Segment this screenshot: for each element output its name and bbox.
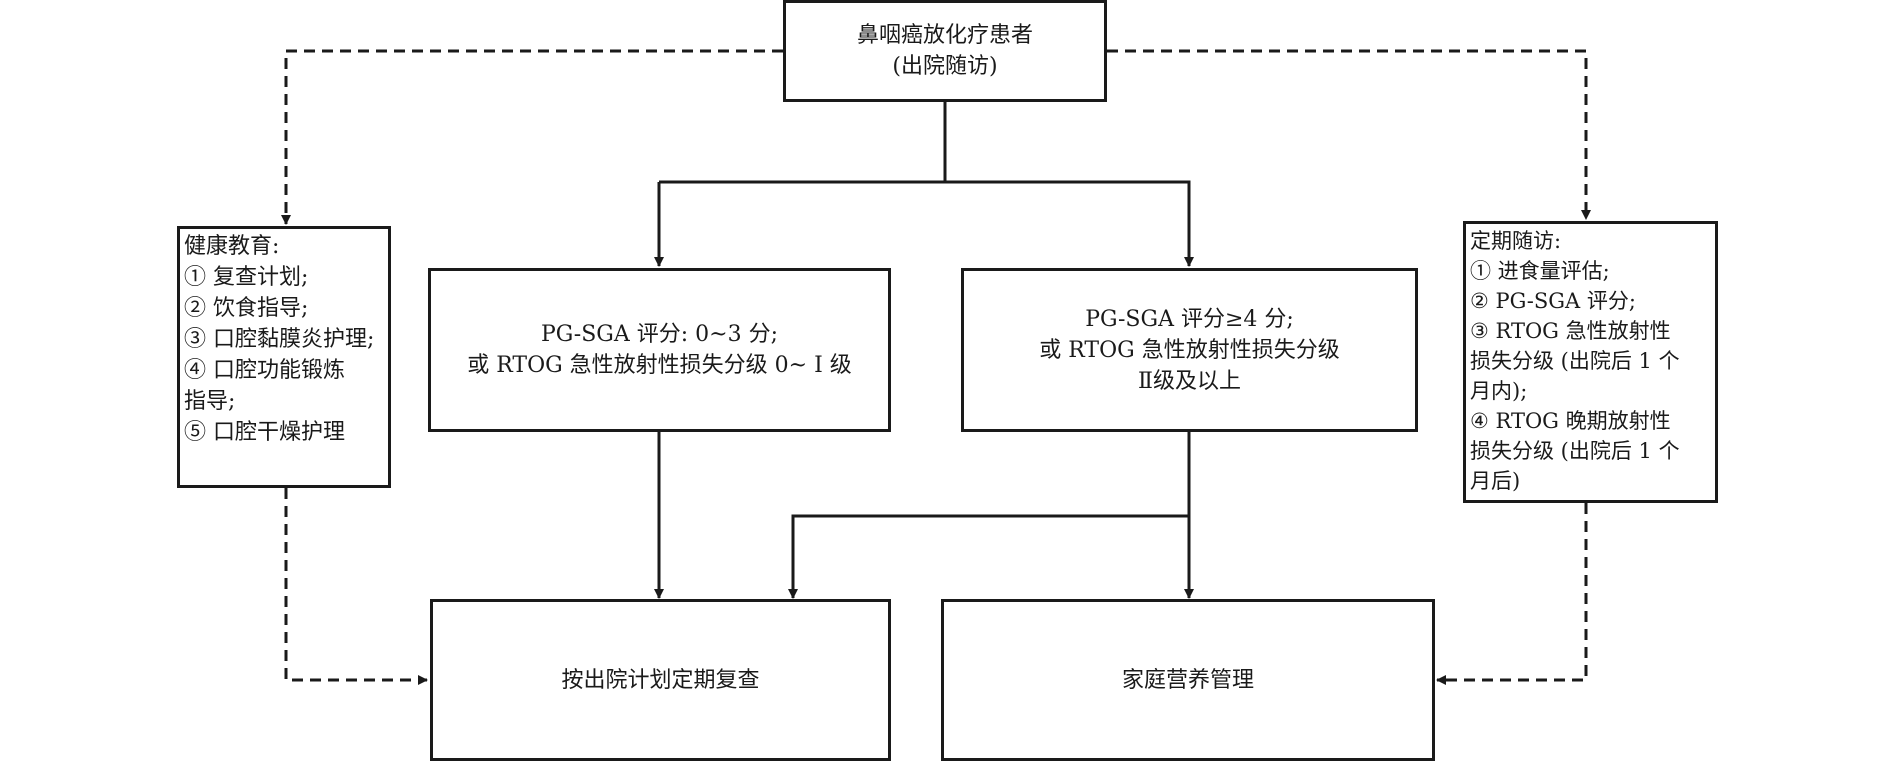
node-top-line-1: 鼻咽癌放化疗患者 — [856, 23, 1033, 48]
node-followup-line-3: ② PG-SGA 评分; — [1470, 289, 1636, 313]
node-followup-line-5: 损失分级 (出院后 1 个 — [1470, 349, 1680, 373]
edge-top-to-followup — [1107, 49, 1591, 220]
node-education-line-2: ① 复查计划; — [184, 265, 309, 290]
node-education-line-5: ④ 口腔功能锻炼 — [184, 358, 345, 383]
node-low-score: PG-SGA 评分: 0~3 分; 或 RTOG 急性放射性损失分级 0~ Ⅰ … — [428, 268, 891, 432]
node-followup-line-8: 损失分级 (出院后 1 个 — [1470, 439, 1680, 463]
node-home-nutrition: 家庭营养管理 — [941, 599, 1435, 761]
node-followup-line-2: ① 进食量评估; — [1470, 259, 1610, 283]
edge-top-to-education — [281, 49, 783, 225]
node-followup-line-1: 定期随访: — [1470, 229, 1562, 253]
node-education-line-7: ⑤ 口腔干燥护理 — [184, 420, 345, 445]
node-home-nutrition-line-1: 家庭营养管理 — [1121, 667, 1254, 693]
node-recheck-line-1: 按出院计划定期复查 — [561, 667, 760, 693]
node-followup-line-9: 月后) — [1470, 469, 1521, 493]
node-education-line-1: 健康教育: — [184, 234, 280, 259]
node-followup-line-4: ③ RTOG 急性放射性 — [1470, 319, 1671, 343]
node-top: 鼻咽癌放化疗患者 (出院随访) — [783, 0, 1107, 102]
node-education-line-6: 指导; — [184, 389, 236, 414]
node-top-line-2: (出院随访) — [892, 54, 998, 79]
edge-split-to-high-score — [945, 180, 1194, 267]
edge-education-to-recheck — [284, 488, 428, 685]
node-education-line-3: ② 饮食指导; — [184, 296, 309, 321]
node-low-score-line-1: PG-SGA 评分: 0~3 分; — [541, 322, 778, 347]
node-followup-line-6: 月内); — [1470, 379, 1528, 403]
node-high-score-line-3: Ⅱ级及以上 — [1138, 368, 1241, 394]
node-recheck: 按出院计划定期复查 — [430, 599, 891, 761]
edge-split-to-low-score — [659, 180, 945, 266]
edge-followup-to-home-nutrition — [1436, 503, 1588, 685]
node-followup-line-7: ④ RTOG 晚期放射性 — [1470, 409, 1671, 433]
edge-high-score-to-recheck — [788, 514, 1189, 599]
node-followup: 定期随访: ① 进食量评估; ② PG-SGA 评分; ③ RTOG 急性放射性… — [1463, 221, 1718, 503]
node-high-score: PG-SGA 评分≥4 分; 或 RTOG 急性放射性损失分级 Ⅱ级及以上 — [961, 268, 1418, 432]
node-high-score-line-1: PG-SGA 评分≥4 分; — [1085, 306, 1294, 332]
node-education: 健康教育: ① 复查计划; ② 饮食指导; ③ 口腔黏膜炎护理; ④ 口腔功能锻… — [177, 226, 391, 488]
node-education-line-4: ③ 口腔黏膜炎护理; — [184, 327, 375, 352]
node-high-score-line-2: 或 RTOG 急性放射性损失分级 — [1039, 337, 1340, 363]
node-low-score-line-2: 或 RTOG 急性放射性损失分级 0~ Ⅰ 级 — [467, 353, 852, 378]
